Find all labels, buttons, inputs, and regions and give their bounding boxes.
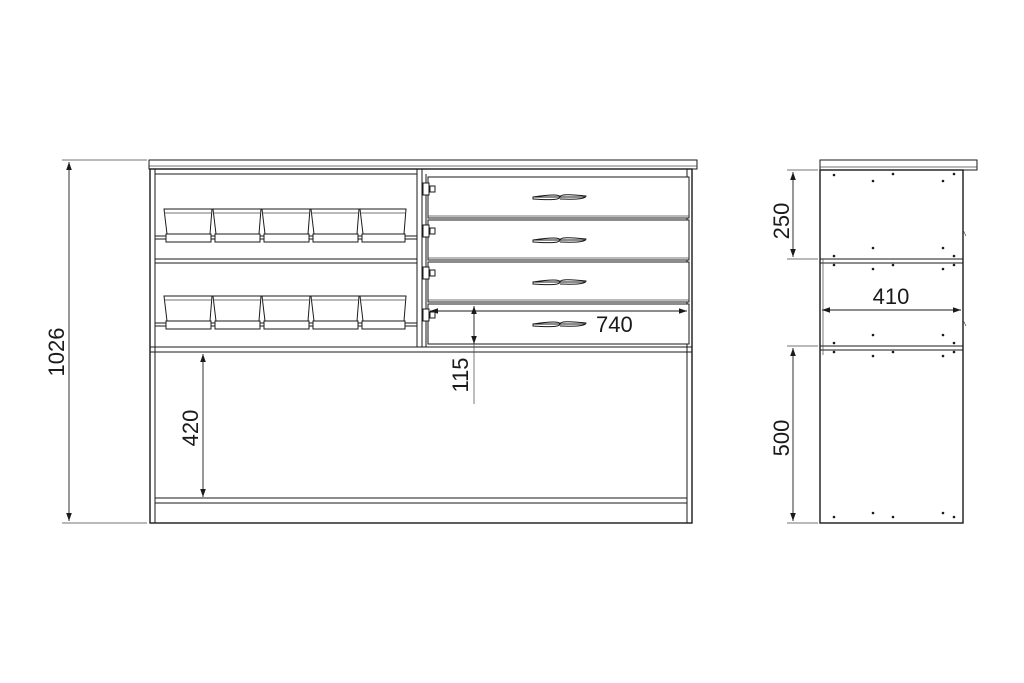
storage-bin	[359, 295, 407, 330]
side-countertop	[819, 159, 978, 171]
dimension-label: 115	[448, 357, 473, 392]
drawer-handle-icon	[532, 237, 587, 244]
dimension-label: 250	[769, 203, 794, 240]
dimension-total-height: 1026	[44, 159, 147, 524]
drawer-stack	[422, 176, 690, 345]
dimension-label: 410	[873, 284, 910, 309]
dimension-lower-height: 500	[769, 345, 818, 524]
storage-bin	[212, 295, 262, 330]
drawer-handle-icon	[532, 321, 587, 328]
front-view	[148, 159, 698, 524]
hinge-icon	[422, 182, 436, 196]
dimension-label: 740	[596, 312, 633, 337]
hinge-icon	[422, 266, 436, 280]
drawer-handle-icon	[532, 194, 587, 201]
dimension-drawer-height: 115	[448, 306, 477, 404]
bin-row-top	[163, 208, 407, 243]
storage-bin	[212, 208, 262, 243]
dimension-label: 500	[769, 420, 794, 457]
storage-bin	[261, 295, 311, 330]
storage-bin	[310, 295, 360, 330]
dowel-holes	[832, 172, 956, 519]
countertop	[148, 159, 698, 170]
dimension-upper-height: 250	[769, 169, 818, 260]
bin-row-bottom	[163, 295, 407, 330]
storage-bin	[359, 208, 407, 243]
storage-bin	[261, 208, 311, 243]
dimension-depth: 410	[822, 284, 961, 313]
side-view	[819, 159, 978, 524]
dimension-label: 420	[178, 410, 203, 447]
dimension-compartment-height: 420	[178, 354, 206, 497]
hinge-icon	[422, 224, 436, 238]
hinge-icon	[422, 308, 436, 322]
storage-bin	[163, 295, 213, 330]
storage-bin	[163, 208, 213, 243]
cabinet-body	[149, 168, 693, 524]
drawer-handle-icon	[532, 279, 587, 286]
dimension-label: 1026	[44, 328, 69, 377]
storage-bin	[310, 208, 360, 243]
